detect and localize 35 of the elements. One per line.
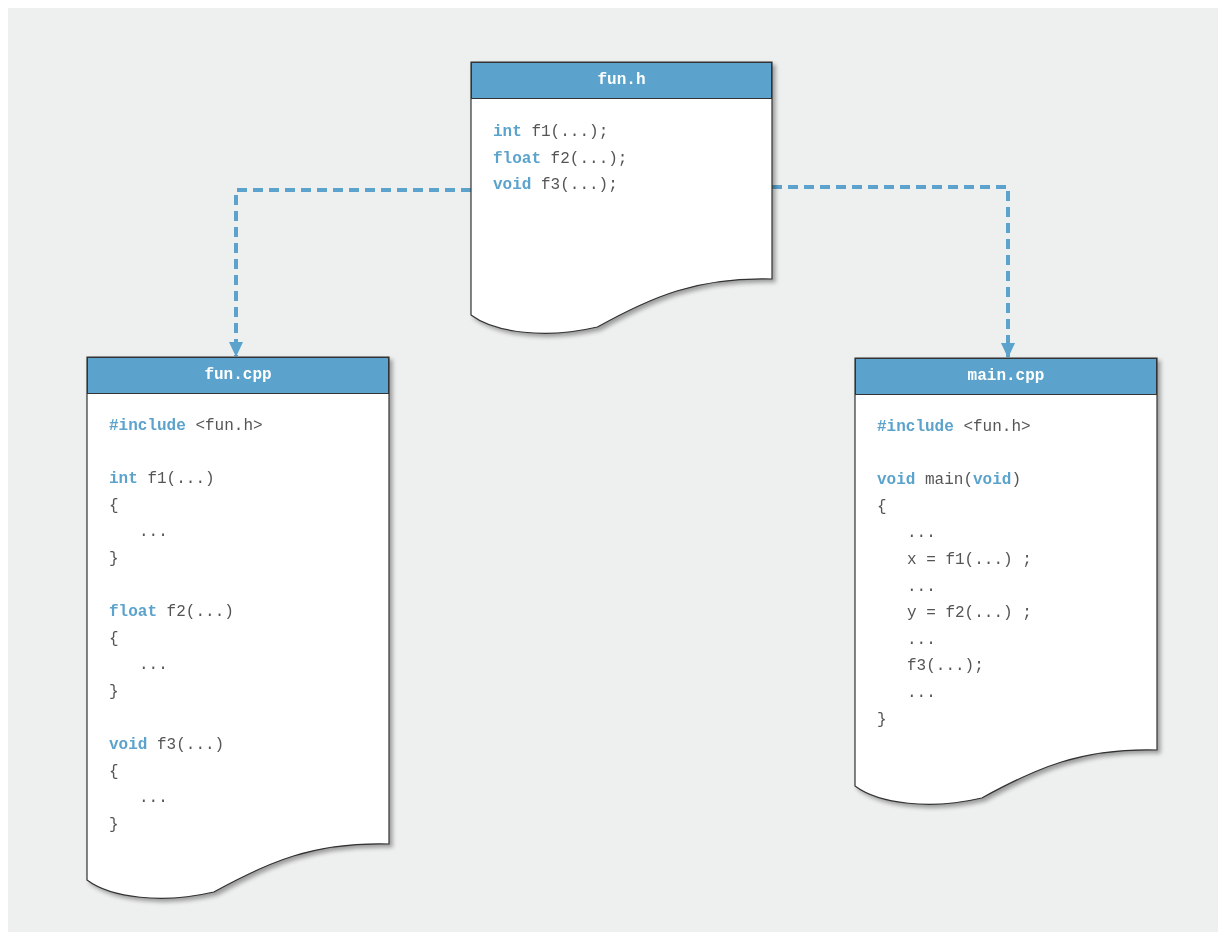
code-line: float f2(...); bbox=[493, 148, 628, 169]
code-line: ... bbox=[907, 523, 936, 544]
code-line: ... bbox=[139, 655, 168, 676]
file-name-header: main.cpp bbox=[855, 358, 1157, 395]
code-line: { bbox=[877, 496, 887, 517]
code-line: } bbox=[109, 815, 119, 835]
code-line: ... bbox=[907, 629, 936, 650]
file-document bbox=[87, 357, 389, 902]
code-line: } bbox=[877, 709, 887, 730]
code-line: ... bbox=[139, 522, 168, 543]
code-line: float f2(...) bbox=[109, 602, 234, 623]
code-line: void main(void) bbox=[877, 470, 1022, 491]
file-name-header: fun.cpp bbox=[87, 357, 389, 394]
code-line: f3(...); bbox=[907, 656, 984, 677]
code-line: ... bbox=[139, 788, 168, 809]
code-line: ... bbox=[907, 683, 936, 703]
code-line: #include <fun.h> bbox=[877, 417, 1031, 437]
code-line: x = f1(...) ; bbox=[907, 550, 1032, 570]
code-line: y = f2(...) ; bbox=[907, 603, 1032, 624]
code-line: { bbox=[109, 495, 119, 516]
file-document bbox=[471, 62, 772, 337]
code-line: } bbox=[109, 682, 119, 702]
code-line: int f1(...) bbox=[109, 469, 215, 490]
code-line: #include <fun.h> bbox=[109, 416, 263, 436]
code-line: } bbox=[109, 549, 119, 569]
dashed-arrow bbox=[229, 188, 471, 357]
file-name-header: fun.h bbox=[471, 62, 772, 99]
code-line: void f3(...) bbox=[109, 735, 225, 756]
dashed-arrow bbox=[772, 185, 1015, 358]
code-line: { bbox=[109, 761, 119, 782]
code-line: void f3(...); bbox=[493, 175, 618, 196]
code-line: int f1(...); bbox=[493, 122, 609, 142]
code-line: ... bbox=[907, 576, 936, 597]
file-document bbox=[855, 358, 1157, 808]
code-line: { bbox=[109, 628, 119, 649]
